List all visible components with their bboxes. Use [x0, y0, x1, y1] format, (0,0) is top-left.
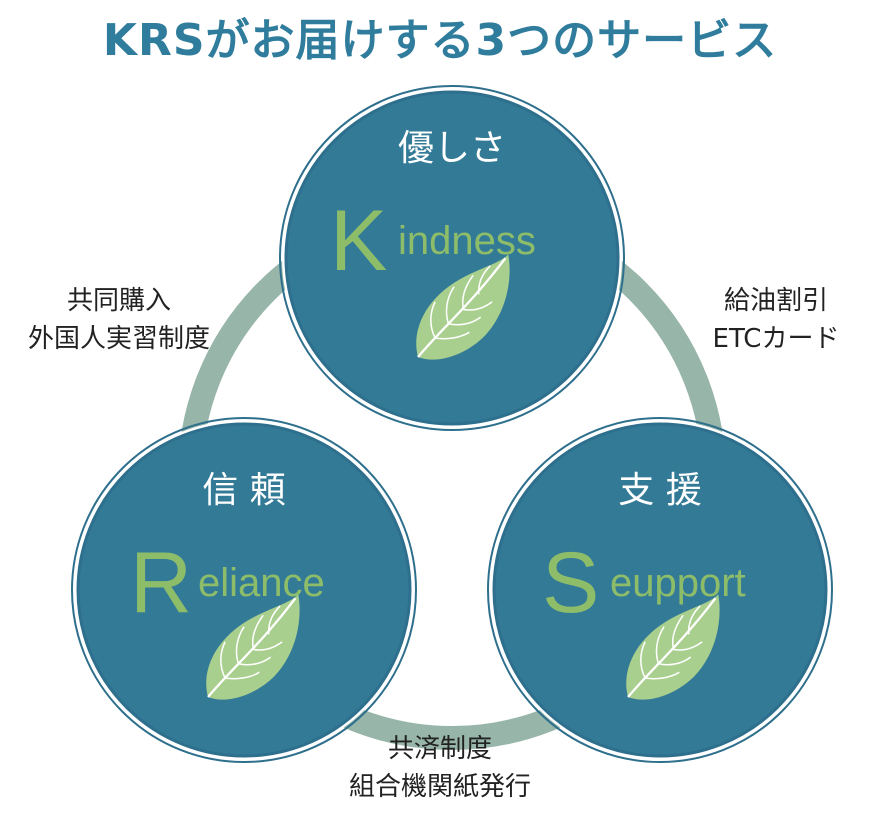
support-kanji: 支 援 — [618, 470, 701, 511]
kindness-kanji: 優しさ — [398, 128, 506, 169]
page-title: KRSがお届けする3つのサービス — [102, 15, 778, 66]
link-label-bottom: 共済制度 組合機関紙発行 — [320, 730, 560, 806]
kindness-initial: K — [330, 193, 387, 289]
support-rest: eupport — [610, 561, 746, 605]
bottom-line-1: 共済制度 — [387, 734, 492, 764]
reliance-rest: eliance — [198, 561, 325, 605]
support-circle: 支 援 S eupport — [487, 417, 833, 763]
bottom-line-2: 組合機関紙発行 — [348, 772, 531, 802]
support-initial: S — [542, 535, 599, 631]
link-label-right: 給油割引 ETCカード — [676, 282, 876, 358]
reliance-circle: 信 頼 R eliance — [71, 417, 417, 763]
link-label-left: 共同購入 外国人実習制度 — [14, 282, 224, 358]
reliance-kanji: 信 頼 — [202, 470, 285, 511]
right-line-1: 給油割引 — [723, 286, 828, 316]
left-line-1: 共同購入 — [66, 286, 171, 316]
kindness-rest: indness — [398, 219, 536, 263]
kindness-circle: 優しさ K indness — [279, 85, 625, 431]
right-line-2: ETCカード — [712, 324, 840, 354]
reliance-initial: R — [130, 535, 192, 631]
left-line-2: 外国人実習制度 — [27, 324, 210, 354]
